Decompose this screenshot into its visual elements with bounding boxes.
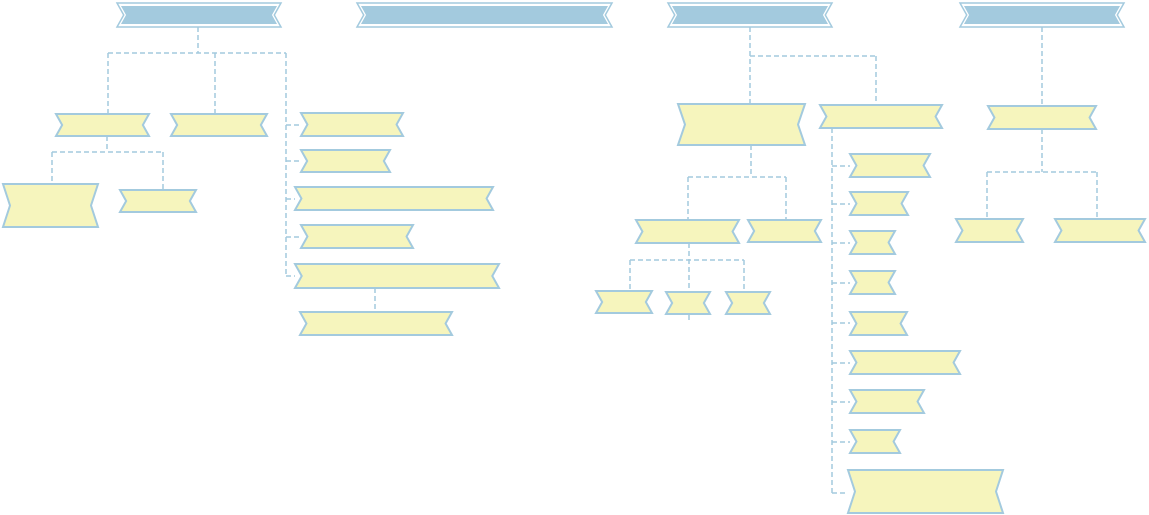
tree-node-n3-b2 [848, 191, 910, 216]
tree-node-n3-b1 [848, 153, 932, 178]
tree-header-header-3 [666, 2, 834, 28]
tree-node-n1-b [169, 113, 269, 137]
tree-node-n1-a1 [1, 183, 100, 228]
tree-node-n1-c5a [298, 311, 454, 336]
tree-node-n3-a2 [746, 219, 823, 243]
tree-node-n1-c4 [299, 224, 415, 249]
tree-node-n4-a1 [954, 218, 1025, 243]
tree-node-n1-c1 [299, 112, 405, 137]
header-fill [361, 6, 608, 24]
tree-node-n3-b4 [848, 270, 897, 295]
tree-node-n3-b7 [848, 389, 926, 414]
tree-node-n3-a1a [594, 290, 654, 314]
tree-node-n4-a2 [1053, 218, 1147, 243]
tree-node-n3-a [676, 103, 807, 146]
tree-node-n3-b9 [846, 469, 1005, 514]
tree-node-n3-b5 [848, 311, 909, 336]
tree-header-header-2 [355, 2, 614, 28]
header-fill [672, 6, 828, 24]
tree-node-n1-a2 [118, 189, 198, 213]
tree-node-n3-a1b [664, 291, 712, 315]
tree-node-n1-c5 [293, 263, 501, 289]
tree-node-n1-c3 [293, 186, 495, 211]
tree-node-n4-a [986, 105, 1098, 130]
tree-header-header-4 [958, 2, 1126, 28]
tree-node-n3-b6 [848, 350, 962, 375]
tree-node-n3-b [818, 104, 944, 129]
header-fill [121, 6, 277, 24]
tree-node-n3-a1 [634, 219, 741, 244]
tree-node-n3-b3 [848, 230, 897, 255]
connectors [51, 27, 1098, 494]
tree-node-n1-a [54, 113, 151, 137]
tree-header-header-1 [115, 2, 283, 28]
tree-node-n3-a1c [724, 291, 772, 315]
tree-node-n3-b8 [848, 429, 902, 454]
header-fill [964, 6, 1120, 24]
tree-node-n1-c2 [299, 149, 392, 173]
